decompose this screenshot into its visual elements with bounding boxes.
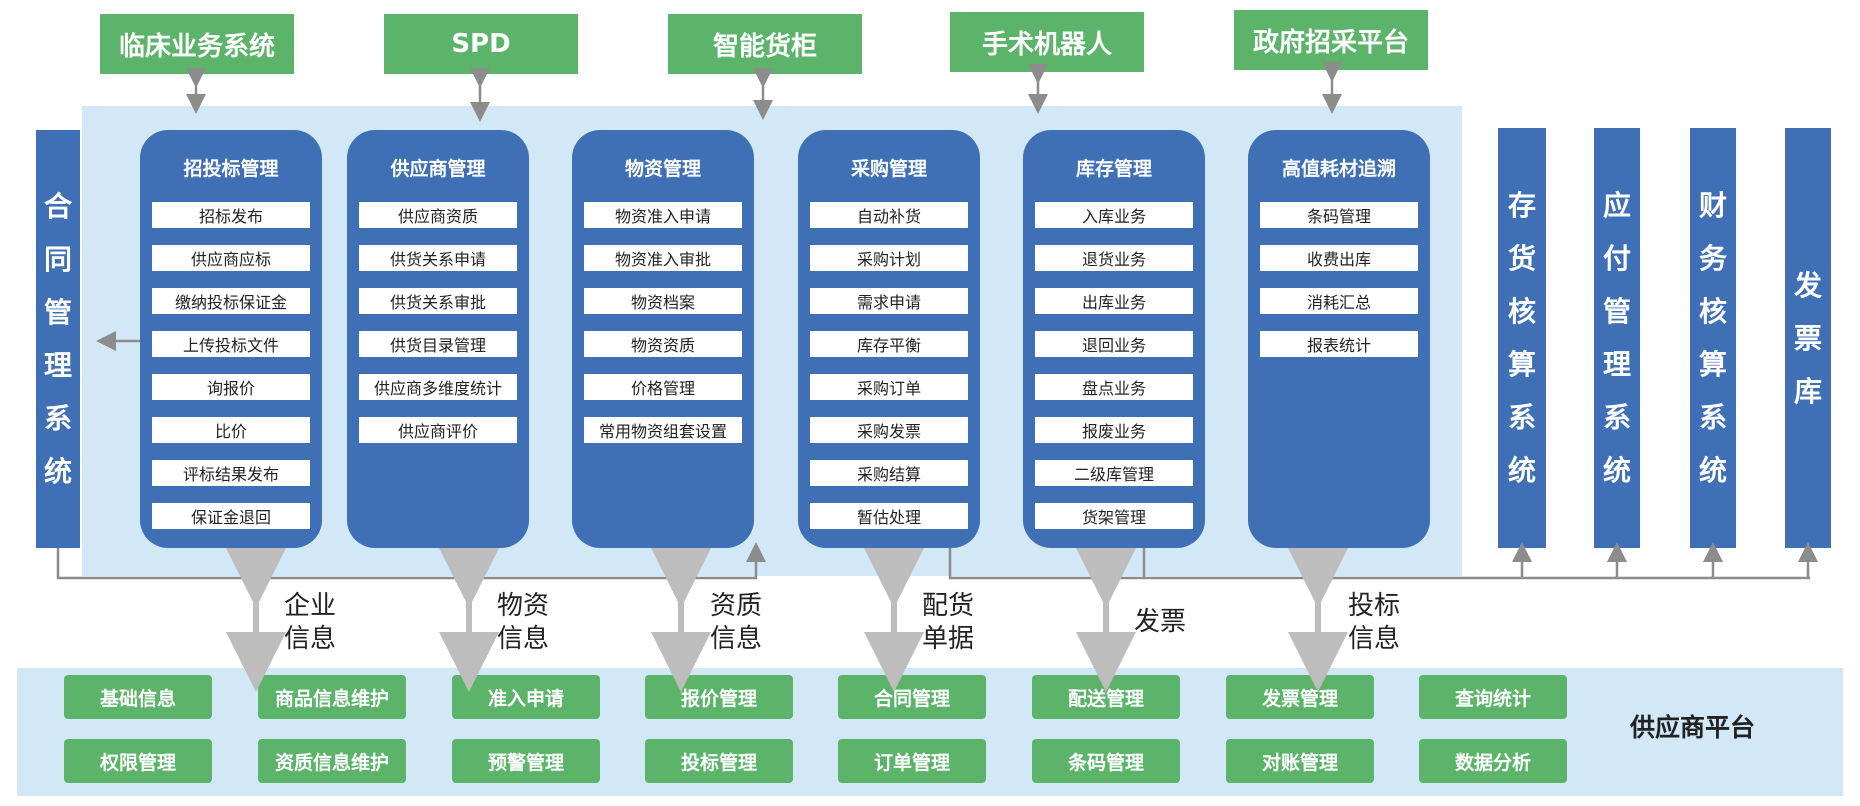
supplier-button[interactable]: 数据分析 (1419, 739, 1567, 783)
module-item[interactable]: 询报价 (152, 374, 310, 400)
module-title: 高值耗材追溯 (1281, 158, 1396, 180)
right-system-financial-accounting: 财务核算系统 (1690, 128, 1736, 548)
right-system-inventory-accounting: 存货核算系统 (1498, 128, 1546, 548)
module-item[interactable]: 采购计划 (810, 245, 968, 271)
module-item[interactable]: 货架管理 (1035, 503, 1193, 529)
module-item[interactable]: 物资准入审批 (584, 245, 742, 271)
connector-label-enterprise-info: 企业信息 (284, 591, 337, 654)
supplier-button[interactable]: 发票管理 (1226, 675, 1374, 719)
supplier-button[interactable]: 配送管理 (1032, 675, 1180, 719)
supplier-button[interactable]: 合同管理 (838, 675, 986, 719)
module-item[interactable]: 上传投标文件 (152, 331, 310, 357)
module-item[interactable]: 报废业务 (1035, 417, 1193, 443)
module-item[interactable]: 需求申请 (810, 288, 968, 314)
connector-label-invoice: 发票 (1134, 607, 1187, 637)
module-title: 库存管理 (1075, 158, 1152, 180)
top-system-spd: SPD (384, 14, 578, 74)
supplier-button[interactable]: 条码管理 (1032, 739, 1180, 783)
module-5: 高值耗材追溯条码管理收费出库消耗汇总报表统计 (1248, 130, 1430, 548)
module-item[interactable]: 采购结算 (810, 460, 968, 486)
module-0: 招投标管理招标发布供应商应标缴纳投标保证金上传投标文件询报价比价评标结果发布保证… (140, 130, 322, 548)
connector-label-qualification-info: 资质信息 (710, 591, 763, 654)
module-item[interactable]: 出库业务 (1035, 288, 1193, 314)
supplier-platform-title: 供应商平台 (1630, 713, 1756, 742)
supplier-button[interactable]: 投标管理 (645, 739, 793, 783)
module-item[interactable]: 条码管理 (1260, 202, 1418, 228)
module-item[interactable]: 比价 (152, 417, 310, 443)
supplier-button[interactable]: 资质信息维护 (258, 739, 406, 783)
module-item[interactable]: 入库业务 (1035, 202, 1193, 228)
top-system-surgical-robot: 手术机器人 (950, 12, 1144, 72)
module-item[interactable]: 供货目录管理 (359, 331, 517, 357)
module-item[interactable]: 招标发布 (152, 202, 310, 228)
module-2: 物资管理物资准入申请物资准入审批物资档案物资资质价格管理常用物资组套设置 (572, 130, 754, 548)
supplier-button[interactable]: 查询统计 (1419, 675, 1567, 719)
module-item[interactable]: 报表统计 (1260, 331, 1418, 357)
module-item[interactable]: 退回业务 (1035, 331, 1193, 357)
supplier-button[interactable]: 对账管理 (1226, 739, 1374, 783)
module-title: 采购管理 (850, 158, 927, 180)
supplier-button[interactable]: 报价管理 (645, 675, 793, 719)
connector-label-bid-info: 投标信息 (1348, 591, 1401, 654)
supplier-button[interactable]: 基础信息 (64, 675, 212, 719)
module-item[interactable]: 供货关系申请 (359, 245, 517, 271)
module-item[interactable]: 常用物资组套设置 (584, 417, 742, 443)
module-item[interactable]: 退货业务 (1035, 245, 1193, 271)
module-item[interactable]: 物资档案 (584, 288, 742, 314)
top-system-smart-cabinet: 智能货柜 (668, 14, 862, 74)
module-title: 物资管理 (624, 158, 701, 180)
supplier-button[interactable]: 商品信息维护 (258, 675, 406, 719)
top-system-clinical: 临床业务系统 (100, 14, 294, 74)
module-item[interactable]: 缴纳投标保证金 (152, 288, 310, 314)
left-system-contract: 合同管理系统 (36, 130, 80, 548)
module-item[interactable]: 物资准入申请 (584, 202, 742, 228)
module-3: 采购管理自动补货采购计划需求申请库存平衡采购订单采购发票采购结算暂估处理 (798, 130, 980, 548)
module-item[interactable]: 暂估处理 (810, 503, 968, 529)
module-item[interactable]: 评标结果发布 (152, 460, 310, 486)
right-system-invoice-library: 发票库 (1785, 128, 1831, 548)
module-item[interactable]: 盘点业务 (1035, 374, 1193, 400)
connector-label-delivery-docs: 配货单据 (922, 591, 975, 654)
supplier-button[interactable]: 订单管理 (838, 739, 986, 783)
module-title: 供应商管理 (390, 158, 486, 180)
supplier-button[interactable]: 准入申请 (452, 675, 600, 719)
module-item[interactable]: 供应商资质 (359, 202, 517, 228)
module-item[interactable]: 供应商应标 (152, 245, 310, 271)
module-title: 招投标管理 (183, 158, 279, 180)
right-system-payables: 应付管理系统 (1594, 128, 1640, 548)
module-item[interactable]: 自动补货 (810, 202, 968, 228)
module-item[interactable]: 供货关系审批 (359, 288, 517, 314)
module-item[interactable]: 收费出库 (1260, 245, 1418, 271)
connector-label-material-info: 物资信息 (497, 591, 550, 654)
top-system-gov-procurement: 政府招采平台 (1234, 10, 1428, 70)
module-item[interactable]: 价格管理 (584, 374, 742, 400)
module-item[interactable]: 消耗汇总 (1260, 288, 1418, 314)
module-item[interactable]: 物资资质 (584, 331, 742, 357)
supplier-button[interactable]: 权限管理 (64, 739, 212, 783)
module-item[interactable]: 采购订单 (810, 374, 968, 400)
module-4: 库存管理入库业务退货业务出库业务退回业务盘点业务报废业务二级库管理货架管理 (1023, 130, 1205, 548)
module-item[interactable]: 二级库管理 (1035, 460, 1193, 486)
module-1: 供应商管理供应商资质供货关系申请供货关系审批供货目录管理供应商多维度统计供应商评… (347, 130, 529, 548)
module-item[interactable]: 供应商评价 (359, 417, 517, 443)
module-item[interactable]: 供应商多维度统计 (359, 374, 517, 400)
module-item[interactable]: 库存平衡 (810, 331, 968, 357)
module-item[interactable]: 采购发票 (810, 417, 968, 443)
supplier-button[interactable]: 预警管理 (452, 739, 600, 783)
module-item[interactable]: 保证金退回 (152, 503, 310, 529)
